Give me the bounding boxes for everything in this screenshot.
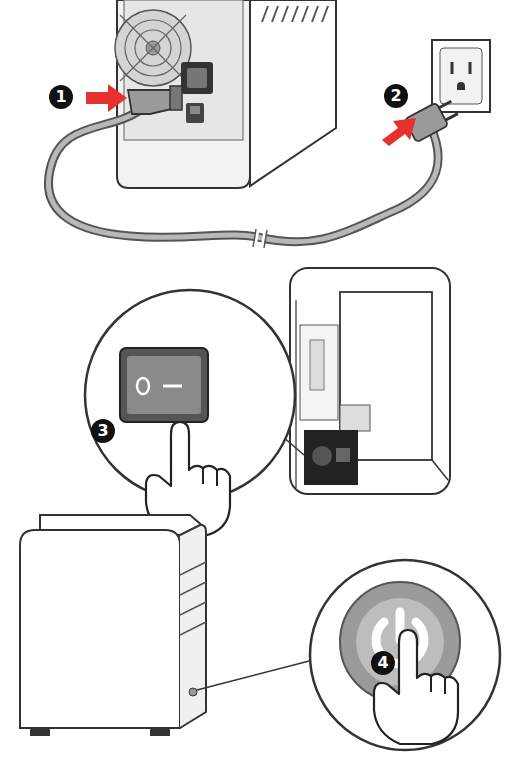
zoom-circle <box>310 560 500 750</box>
insert-arrow <box>382 118 416 146</box>
callout-number: 1 <box>55 89 66 105</box>
pressing-hand <box>374 630 458 744</box>
callout-badge: 1 <box>49 85 73 109</box>
callout-badge: 2 <box>384 84 408 108</box>
wall-outlet <box>432 40 490 112</box>
cable-break <box>255 230 265 247</box>
leader-line <box>197 660 313 690</box>
power-cable <box>48 110 438 242</box>
callout-number: 3 <box>97 423 108 439</box>
power-cable-core <box>48 110 438 242</box>
callout-badge: 4 <box>371 651 395 675</box>
callout-number: 4 <box>377 655 388 671</box>
callout-badge: 3 <box>91 419 115 443</box>
pc-tower <box>20 515 206 736</box>
insert-arrow <box>86 84 127 112</box>
callout-number: 2 <box>390 88 401 104</box>
psu-plug <box>128 86 182 114</box>
pc-case <box>290 268 450 494</box>
power-supply <box>115 0 336 188</box>
rocker-switch <box>120 348 208 422</box>
